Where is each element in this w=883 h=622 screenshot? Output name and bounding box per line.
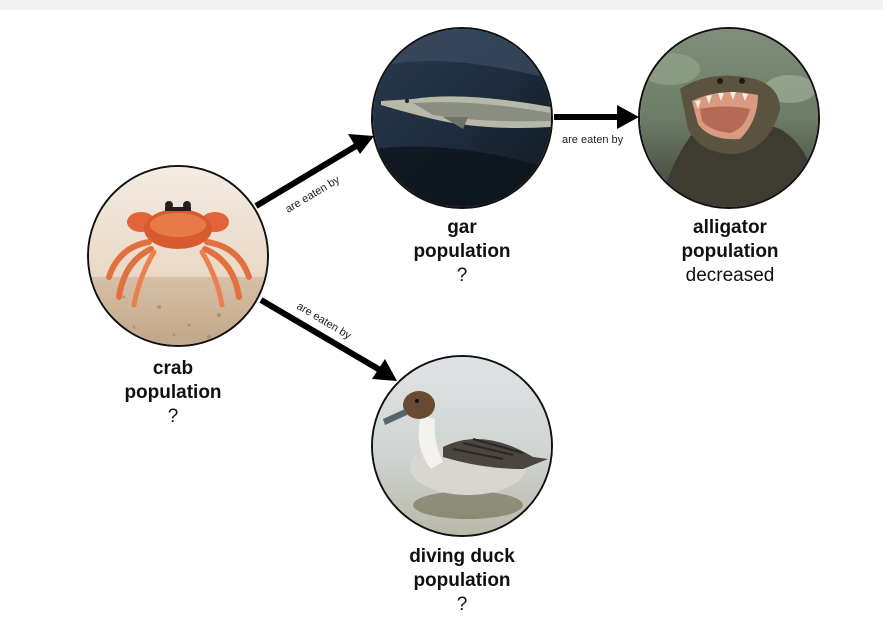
gar-label: gar population ? xyxy=(362,216,562,288)
crab-photo xyxy=(87,165,269,347)
duck-photo xyxy=(371,355,553,537)
edge-label-crab-gar: are eaten by xyxy=(283,174,342,216)
arrowhead-icon xyxy=(372,359,397,381)
node-name: alligator xyxy=(693,217,767,238)
top-bar xyxy=(0,0,883,10)
edge-gar-to-alligator: are eaten by xyxy=(554,105,639,146)
node-name-2: population xyxy=(124,382,222,403)
alligator-label: alligator population decreased xyxy=(630,216,830,288)
node-name-2: population xyxy=(413,570,511,591)
node-status: decreased xyxy=(685,265,775,286)
duck-icon xyxy=(373,357,551,535)
node-status: ? xyxy=(167,406,179,427)
edge-crab-to-gar: are eaten by xyxy=(254,134,374,216)
gar-fish-icon xyxy=(373,29,551,207)
node-name: gar xyxy=(447,217,477,238)
crab-icon xyxy=(89,167,267,345)
node-name-2: population xyxy=(413,241,511,262)
node-status: ? xyxy=(456,594,468,615)
alligator-photo xyxy=(638,27,820,209)
node-name-2: population xyxy=(681,241,779,262)
gar-photo xyxy=(371,27,553,209)
arrowhead-icon xyxy=(617,105,639,129)
edge-label-gar-alligator: are eaten by xyxy=(562,134,624,146)
node-name: diving duck xyxy=(409,546,515,567)
crab-label: crab population ? xyxy=(73,357,273,429)
duck-label: diving duck population ? xyxy=(362,545,562,617)
arrowhead-icon xyxy=(348,134,374,154)
alligator-icon xyxy=(640,29,818,207)
edge-crab-to-duck: are eaten by xyxy=(259,297,397,381)
node-status: ? xyxy=(456,265,468,286)
node-name: crab xyxy=(152,358,194,379)
